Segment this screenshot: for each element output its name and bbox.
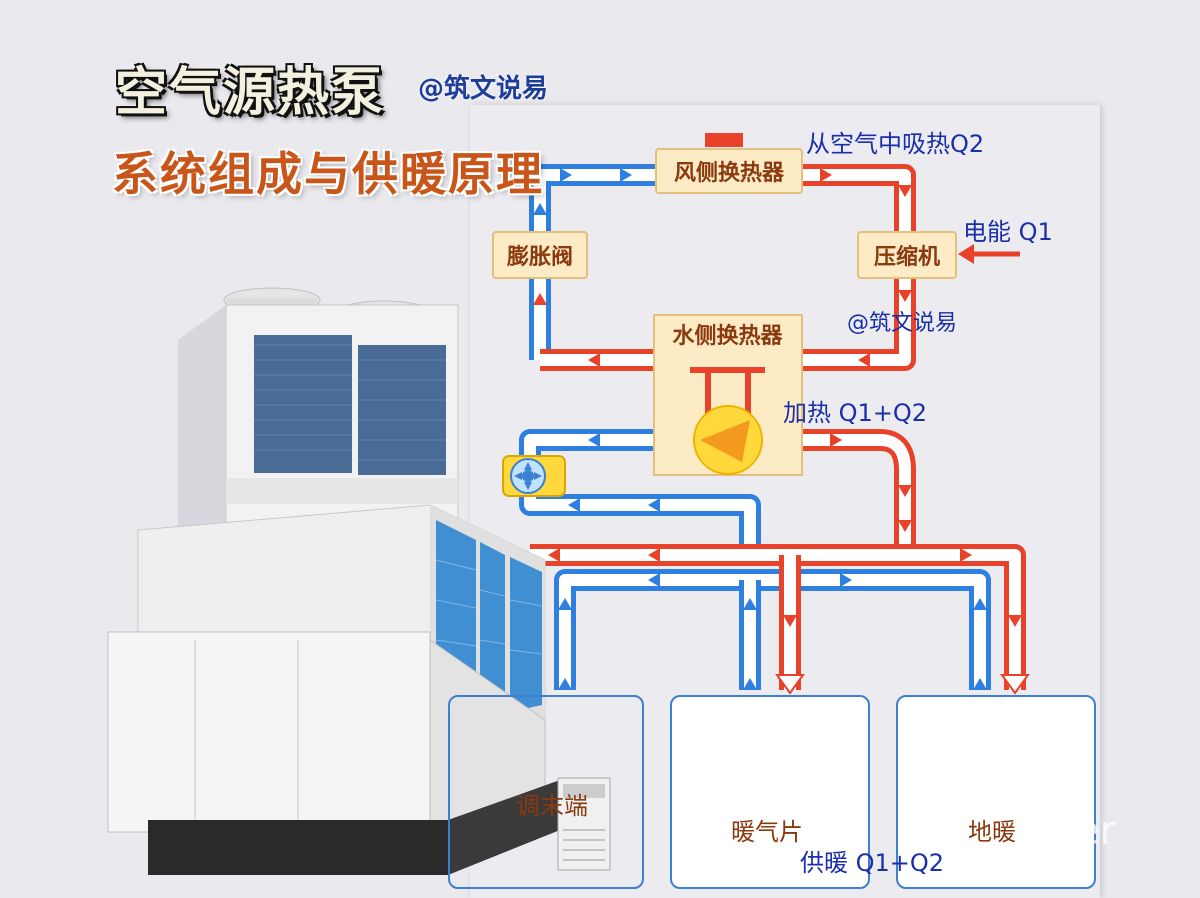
fan-tab [705,133,743,147]
water-side-exchanger-label: 水侧换热器 [672,324,783,349]
absorb-heat-label: 从空气中吸热Q2 [806,124,984,159]
heat-pump-unit-illustration [107,287,560,875]
fan-coil-illustration [557,777,611,871]
author-handle: @筑文说易 [418,74,549,104]
circulation-pump-icon [502,455,566,497]
supply-q: Q1+Q2 [855,849,945,877]
heating-text: 加热 [783,399,831,427]
subtitle: 系统组成与供暖原理 [112,147,544,201]
terminal-card-floor-heating [896,695,1096,889]
compressor-box: 压缩机 [857,231,957,279]
air-side-exchanger-box: 风侧换热器 [655,148,803,194]
author-handle-2: @筑文说易 [847,311,958,336]
absorb-heat-q: Q2 [950,130,985,158]
fan-coil-label: 调末端 [516,792,588,820]
floor-heating-label: 地暖 [968,818,1016,846]
water-supply-pipe [530,429,1026,690]
supply-heat-label: 供暖 Q1+Q2 [800,843,944,878]
absorb-heat-text: 从空气中吸热 [806,130,950,158]
radiator-label: 暖气片 [731,818,803,846]
electric-energy-label: 电能 Q1 [963,212,1053,247]
expansion-valve-box: 膨胀阀 [492,231,588,279]
electric-q: Q1 [1018,218,1053,246]
terminal-card-fan-coil [448,695,644,889]
electric-text: 电能 [963,218,1011,246]
terminal-card-radiator [670,695,870,889]
water-pump-icon [693,405,763,475]
heating-label: 加热 Q1+Q2 [783,393,927,428]
main-title: 空气源热泵 [115,63,386,123]
heating-q: Q1+Q2 [838,399,928,427]
watermark: er [1075,808,1117,854]
electric-arrow [958,244,1020,264]
supply-text: 供暖 [800,849,848,877]
flow-arrows [533,168,1030,695]
